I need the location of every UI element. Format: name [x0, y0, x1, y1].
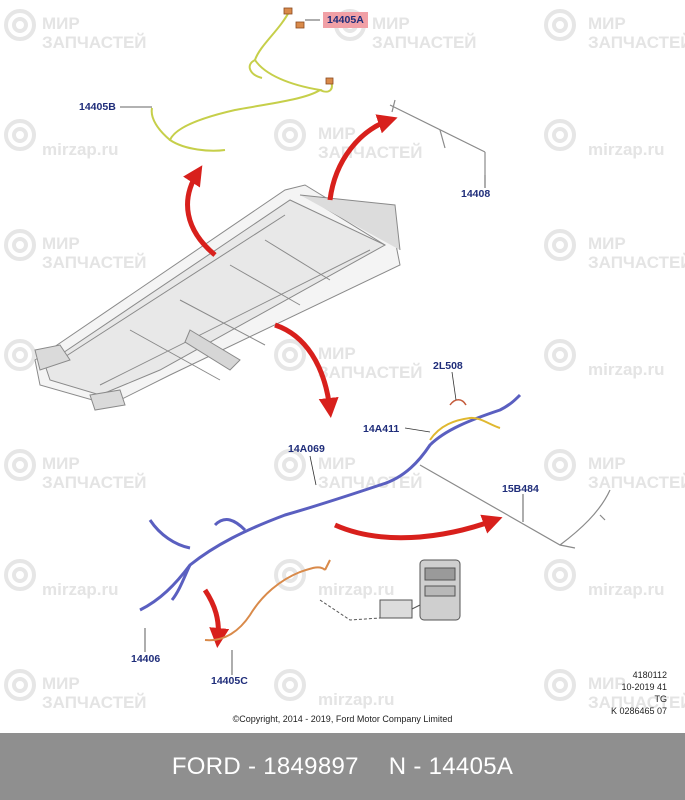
watermark-icons — [4, 9, 576, 701]
callout-14408: 14408 — [461, 188, 491, 200]
footer-part-number: FORD - 1849897 — [171, 752, 359, 780]
watermark-text: mirzap.ru — [588, 140, 665, 159]
vehicle-frame — [34, 184, 401, 411]
harness-14408 — [389, 99, 486, 175]
callout-14405a: 14405A — [323, 12, 368, 28]
harness-14405a-connectors — [283, 7, 334, 85]
red-arrows — [183, 114, 503, 648]
reference-line: K 0286465 07 — [610, 706, 667, 716]
callout-2l508: 2L508 — [433, 360, 463, 372]
reference-line: 4180112 — [632, 670, 667, 680]
harness-14405c — [204, 559, 331, 642]
watermark-text: mirzap.ru — [318, 690, 395, 709]
callout-leaders — [120, 19, 524, 675]
harness-14405b — [150, 9, 333, 152]
watermark-text: mirzap.ru — [588, 360, 665, 379]
watermark-text: mirzap.ru — [318, 580, 395, 599]
callout-14405b: 14405B — [79, 101, 116, 113]
footer-bar: FORD - 1849897 N - 14405A — [0, 733, 685, 800]
reference-line: TG — [654, 694, 668, 704]
watermark-text: mirzap.ru — [42, 140, 119, 159]
callout-15b484: 15B484 — [502, 483, 539, 495]
callout-14a411: 14A411 — [363, 423, 400, 435]
callout-14405c: 14405C — [211, 675, 248, 687]
parts-diagram — [34, 7, 611, 675]
copyright-notice: ©Copyright, 2014 - 2019, Ford Motor Comp… — [232, 714, 453, 724]
harness-2l508 — [449, 399, 467, 406]
harness-main — [139, 393, 522, 612]
watermark-text: mirzap.ru — [42, 580, 119, 599]
footer-n-number: N - 14405A — [388, 752, 514, 780]
callout-14406: 14406 — [131, 653, 161, 665]
harness-15b484 — [419, 464, 611, 549]
fuse-box-assembly — [319, 559, 461, 621]
watermark-text: mirzap.ru — [588, 580, 665, 599]
harness-14a411 — [429, 416, 501, 441]
reference-line: 10-2019 41 — [621, 682, 667, 692]
callout-14a069: 14A069 — [288, 443, 325, 455]
reference-block: 4180112 10-2019 41 TG K 0286465 07 — [547, 669, 667, 717]
